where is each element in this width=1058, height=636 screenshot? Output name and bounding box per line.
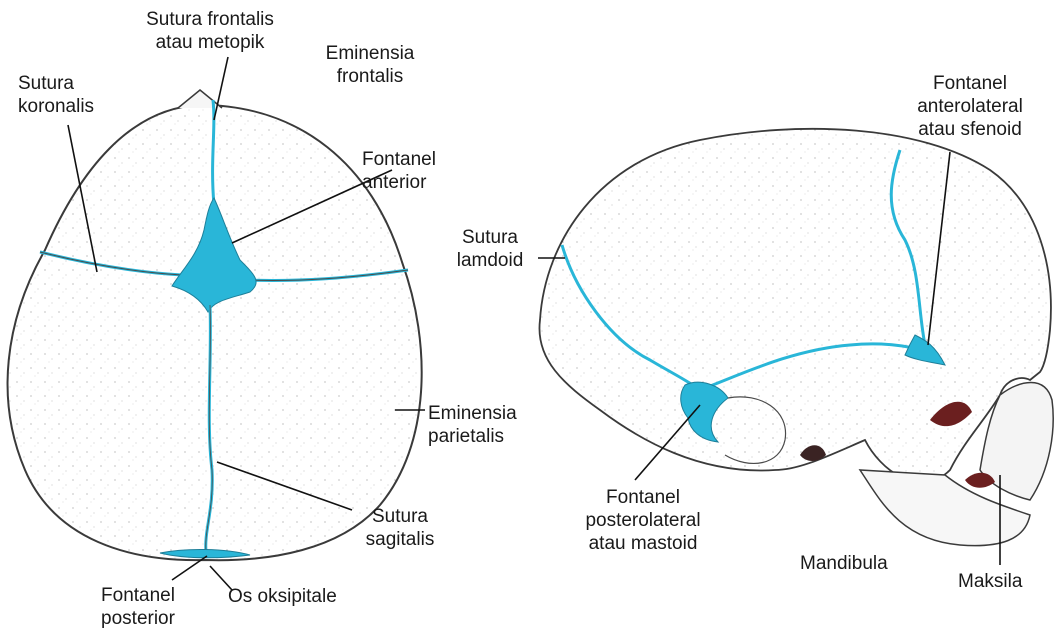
label-sutura-sagitalis: Sutura sagitalis bbox=[345, 505, 455, 551]
label-os-oksipitale: Os oksipitale bbox=[228, 585, 337, 608]
skull-side-view bbox=[539, 129, 1053, 546]
label-fontanel-anterior: Fontanel anterior bbox=[362, 148, 436, 194]
label-eminensia-parietalis: Eminensia parietalis bbox=[428, 402, 517, 448]
label-fontanel-posterior: Fontanel posterior bbox=[88, 584, 188, 630]
skull-top-view bbox=[8, 90, 422, 560]
label-fontanel-anterolateral: Fontanel anterolateral atau sfenoid bbox=[895, 72, 1045, 141]
label-sutura-lamdoid: Sutura lamdoid bbox=[440, 226, 540, 272]
label-sutura-frontalis: Sutura frontalis atau metopik bbox=[110, 8, 310, 54]
label-maksila: Maksila bbox=[958, 570, 1022, 593]
frontal-peak bbox=[178, 90, 222, 108]
label-eminensia-frontalis: Eminensia frontalis bbox=[305, 42, 435, 88]
skull-side-outline bbox=[539, 129, 1050, 483]
label-mandibula: Mandibula bbox=[800, 552, 888, 575]
label-fontanel-posterolateral: Fontanel posterolateral atau mastoid bbox=[568, 486, 718, 555]
label-sutura-koronalis: Sutura koronalis bbox=[18, 72, 94, 118]
metopic-suture bbox=[213, 100, 214, 205]
skull-top-outline bbox=[8, 105, 422, 560]
